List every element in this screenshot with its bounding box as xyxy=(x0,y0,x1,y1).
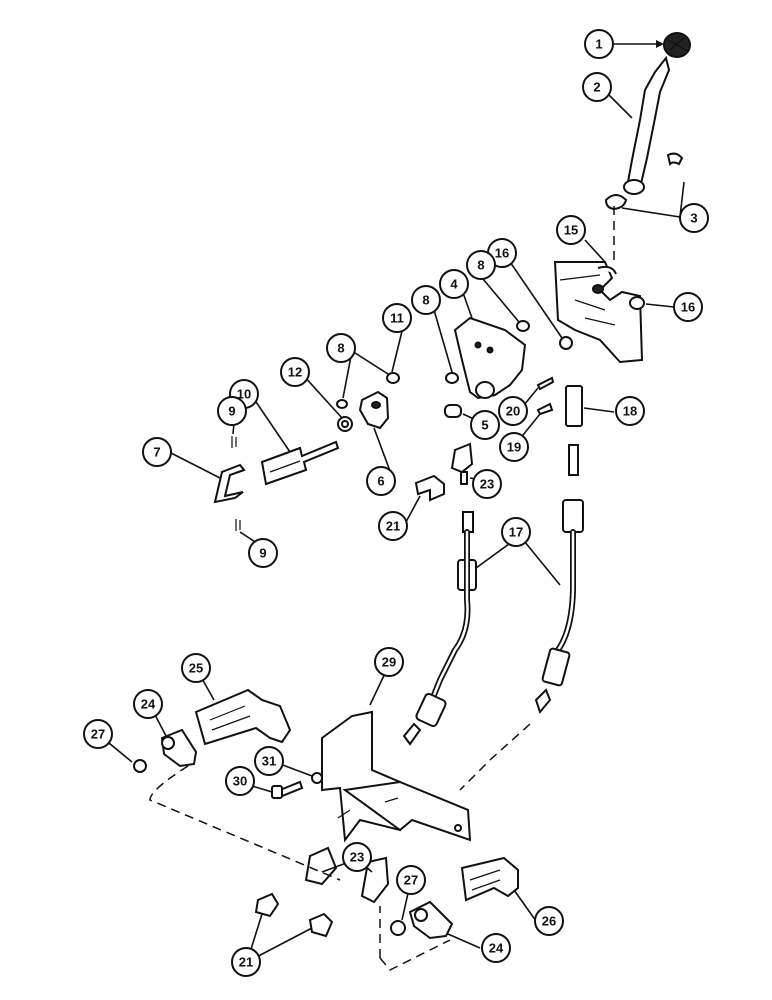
arm-part xyxy=(408,900,454,940)
svg-text:21: 21 xyxy=(239,955,253,970)
mounting-bracket-part xyxy=(321,710,472,843)
callout-7: 7 xyxy=(142,437,172,467)
callout-4: 4 xyxy=(439,269,469,299)
clevis-part xyxy=(450,442,474,485)
callout-24: 24 xyxy=(133,689,163,719)
pin-part xyxy=(536,376,555,416)
shift-lever-part xyxy=(623,55,684,195)
callout-2: 2 xyxy=(582,72,612,102)
svg-text:20: 20 xyxy=(506,404,520,419)
svg-text:9: 9 xyxy=(259,546,266,561)
washer-part xyxy=(604,194,628,211)
clip-part xyxy=(254,892,334,938)
callout-27: 27 xyxy=(396,865,426,895)
callout-1: 1 xyxy=(584,29,614,59)
svg-text:8: 8 xyxy=(337,341,344,356)
shift-shaft-part xyxy=(460,856,519,902)
knob-part xyxy=(663,32,691,58)
callout-12: 12 xyxy=(280,357,310,387)
svg-text:16: 16 xyxy=(495,246,509,261)
svg-text:6: 6 xyxy=(377,474,384,489)
callout-8: 8 xyxy=(411,285,441,315)
arm-part xyxy=(160,728,198,768)
nut-part xyxy=(336,320,530,409)
u-clip-part xyxy=(213,463,246,504)
callout-16: 16 xyxy=(673,292,703,322)
bolt-part xyxy=(271,780,304,799)
svg-text:21: 21 xyxy=(386,519,400,534)
cable-right-part xyxy=(534,444,584,715)
callout-30: 30 xyxy=(225,766,255,796)
collar-part xyxy=(358,390,390,430)
washer-part xyxy=(337,416,353,432)
callout-23: 23 xyxy=(472,469,502,499)
callout-19: 19 xyxy=(499,432,529,462)
washer-part xyxy=(311,772,323,784)
nut-part xyxy=(559,296,645,350)
svg-text:3: 3 xyxy=(690,211,697,226)
callout-9: 9 xyxy=(248,538,278,568)
svg-text:27: 27 xyxy=(404,873,418,888)
callout-18: 18 xyxy=(615,396,645,426)
callout-27: 27 xyxy=(83,719,113,749)
svg-text:7: 7 xyxy=(153,445,160,460)
snap-ring-part xyxy=(133,759,147,773)
svg-text:19: 19 xyxy=(507,440,521,455)
svg-text:2: 2 xyxy=(593,80,600,95)
callout-31: 31 xyxy=(254,746,284,776)
callout-17: 17 xyxy=(501,517,531,547)
assembly-dashed-lines xyxy=(149,206,615,971)
cable-left-part xyxy=(402,511,477,746)
svg-text:29: 29 xyxy=(382,655,396,670)
pin-part xyxy=(231,436,241,531)
plate-part xyxy=(453,316,527,400)
svg-text:10: 10 xyxy=(237,387,251,402)
callout-5: 5 xyxy=(470,410,500,440)
callout-25: 25 xyxy=(181,653,211,683)
svg-text:4: 4 xyxy=(450,277,458,292)
svg-text:15: 15 xyxy=(564,223,578,238)
svg-text:24: 24 xyxy=(489,941,504,956)
callout-8: 8 xyxy=(326,333,356,363)
svg-text:11: 11 xyxy=(390,311,404,326)
clip-part xyxy=(414,474,445,502)
snap-ring-part xyxy=(390,920,406,936)
svg-text:18: 18 xyxy=(623,404,637,419)
callout-8: 8 xyxy=(466,250,496,280)
shaft-part xyxy=(260,440,340,486)
svg-text:16: 16 xyxy=(681,300,695,315)
svg-text:26: 26 xyxy=(542,914,556,929)
bracket-part xyxy=(553,261,644,364)
svg-text:1: 1 xyxy=(595,37,602,52)
svg-text:23: 23 xyxy=(350,850,364,865)
block-part xyxy=(565,385,583,427)
callout-24: 24 xyxy=(481,933,511,963)
callout-29: 29 xyxy=(374,647,404,677)
svg-text:30: 30 xyxy=(233,774,247,789)
callout-15: 15 xyxy=(556,215,586,245)
callout-6: 6 xyxy=(366,466,396,496)
callout-26: 26 xyxy=(534,906,564,936)
callout-20: 20 xyxy=(498,396,528,426)
callout-21: 21 xyxy=(231,947,261,977)
callout-21: 21 xyxy=(378,511,408,541)
callout-3: 3 xyxy=(679,203,709,233)
svg-text:31: 31 xyxy=(262,754,276,769)
svg-text:23: 23 xyxy=(480,477,494,492)
svg-text:5: 5 xyxy=(481,418,488,433)
callout-9: 9 xyxy=(217,396,247,426)
svg-text:25: 25 xyxy=(189,661,203,676)
svg-text:8: 8 xyxy=(422,293,429,308)
svg-text:9: 9 xyxy=(228,404,235,419)
callout-23: 23 xyxy=(342,842,372,872)
spacer-part xyxy=(444,404,462,418)
svg-text:27: 27 xyxy=(91,727,105,742)
svg-text:17: 17 xyxy=(509,525,523,540)
svg-text:24: 24 xyxy=(141,697,156,712)
svg-text:8: 8 xyxy=(477,258,484,273)
callout-11: 11 xyxy=(382,303,412,333)
svg-text:12: 12 xyxy=(288,365,302,380)
shift-shaft-part xyxy=(194,688,292,746)
